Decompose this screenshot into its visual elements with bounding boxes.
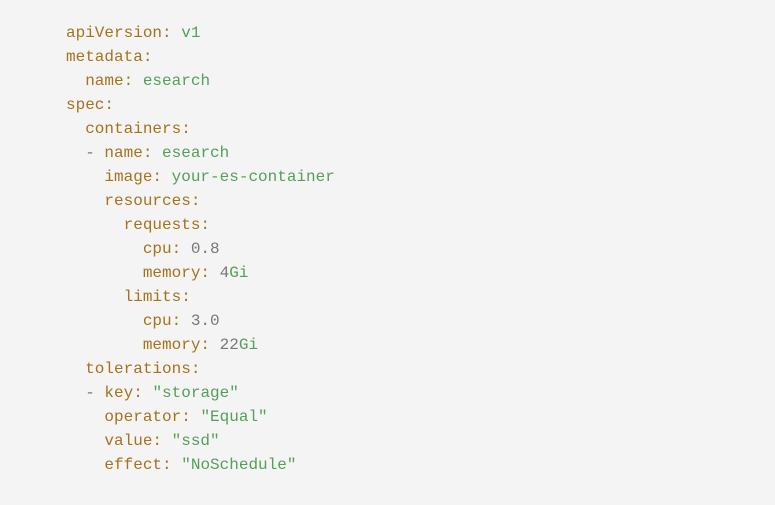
code-whitespace bbox=[66, 120, 85, 138]
code-line: operator: "Equal" bbox=[66, 405, 765, 429]
yaml-key: key: bbox=[104, 384, 143, 402]
yaml-key: containers: bbox=[85, 120, 191, 138]
code-line: cpu: 0.8 bbox=[66, 237, 765, 261]
code-whitespace bbox=[66, 264, 143, 282]
code-line: containers: bbox=[66, 117, 765, 141]
yaml-list-dash: - bbox=[85, 144, 95, 162]
yaml-key: value: bbox=[104, 432, 163, 450]
code-whitespace bbox=[66, 456, 104, 474]
code-line: - name: esearch bbox=[66, 141, 765, 165]
yaml-string-value: "ssd" bbox=[171, 432, 220, 450]
code-whitespace bbox=[162, 432, 172, 450]
code-whitespace bbox=[95, 384, 105, 402]
yaml-list-dash: - bbox=[85, 384, 95, 402]
yaml-number-value: 0.8 bbox=[190, 240, 220, 258]
yaml-key: tolerations: bbox=[85, 360, 201, 378]
yaml-string-value: Gi bbox=[229, 264, 249, 282]
code-whitespace bbox=[210, 264, 220, 282]
yaml-key: effect: bbox=[104, 456, 172, 474]
yaml-key: memory: bbox=[142, 336, 211, 354]
code-whitespace bbox=[143, 384, 153, 402]
yaml-key: memory: bbox=[142, 264, 211, 282]
code-whitespace bbox=[66, 72, 85, 90]
code-whitespace bbox=[181, 312, 191, 330]
code-whitespace bbox=[181, 240, 191, 258]
code-line: effect: "NoSchedule" bbox=[66, 453, 765, 477]
code-whitespace bbox=[66, 192, 104, 210]
code-whitespace bbox=[210, 336, 220, 354]
code-whitespace bbox=[152, 144, 162, 162]
code-line: spec: bbox=[66, 93, 765, 117]
yaml-key: cpu: bbox=[142, 312, 182, 330]
yaml-string-value: "storage" bbox=[152, 384, 239, 402]
yaml-key: apiVersion: bbox=[66, 24, 172, 42]
code-line: limits: bbox=[66, 285, 765, 309]
code-whitespace bbox=[66, 240, 143, 258]
code-whitespace bbox=[66, 144, 85, 162]
yaml-number-value: 22 bbox=[219, 336, 239, 354]
code-whitespace bbox=[66, 336, 143, 354]
code-whitespace bbox=[172, 24, 182, 42]
code-whitespace bbox=[66, 216, 124, 234]
yaml-key: spec: bbox=[66, 96, 115, 114]
code-line: value: "ssd" bbox=[66, 429, 765, 453]
yaml-string-value: your-es-container bbox=[171, 168, 335, 186]
yaml-number-value: 4 bbox=[219, 264, 230, 282]
yaml-string-value: Gi bbox=[238, 336, 259, 354]
yaml-string-value: esearch bbox=[142, 72, 211, 90]
code-whitespace bbox=[133, 72, 143, 90]
code-whitespace bbox=[66, 288, 124, 306]
code-line: name: esearch bbox=[66, 69, 765, 93]
code-line: - key: "storage" bbox=[66, 381, 765, 405]
code-line: metadata: bbox=[66, 45, 765, 69]
yaml-string-value: esearch bbox=[162, 144, 230, 162]
code-line: tolerations: bbox=[66, 357, 765, 381]
yaml-key: metadata: bbox=[66, 48, 153, 66]
code-whitespace bbox=[66, 408, 104, 426]
code-whitespace bbox=[66, 312, 143, 330]
yaml-string-value: "NoSchedule" bbox=[181, 456, 297, 474]
yaml-code-block: apiVersion: v1 metadata: name: esearch spe… bbox=[66, 21, 765, 477]
code-whitespace bbox=[66, 384, 85, 402]
code-whitespace bbox=[172, 456, 182, 474]
code-line: memory: 22Gi bbox=[66, 333, 765, 357]
yaml-key: limits: bbox=[123, 288, 191, 306]
code-line: memory: 4Gi bbox=[66, 261, 765, 285]
code-line: cpu: 3.0 bbox=[66, 309, 765, 333]
yaml-number-value: 3.0 bbox=[190, 312, 220, 330]
code-whitespace bbox=[66, 168, 104, 186]
code-whitespace bbox=[66, 432, 104, 450]
code-whitespace bbox=[162, 168, 172, 186]
yaml-key: requests: bbox=[123, 216, 211, 234]
code-line: apiVersion: v1 bbox=[66, 21, 765, 45]
yaml-key: name: bbox=[104, 144, 153, 162]
yaml-key: cpu: bbox=[142, 240, 182, 258]
yaml-string-value: "Equal" bbox=[200, 408, 268, 426]
code-whitespace bbox=[191, 408, 201, 426]
yaml-key: image: bbox=[104, 168, 163, 186]
yaml-key: operator: bbox=[104, 408, 191, 426]
code-line: image: your-es-container bbox=[66, 165, 765, 189]
yaml-string-value: v1 bbox=[181, 24, 201, 42]
yaml-key: resources: bbox=[104, 192, 201, 210]
yaml-key: name: bbox=[85, 72, 134, 90]
code-line: resources: bbox=[66, 189, 765, 213]
code-whitespace bbox=[95, 144, 105, 162]
code-line: requests: bbox=[66, 213, 765, 237]
code-whitespace bbox=[66, 360, 85, 378]
